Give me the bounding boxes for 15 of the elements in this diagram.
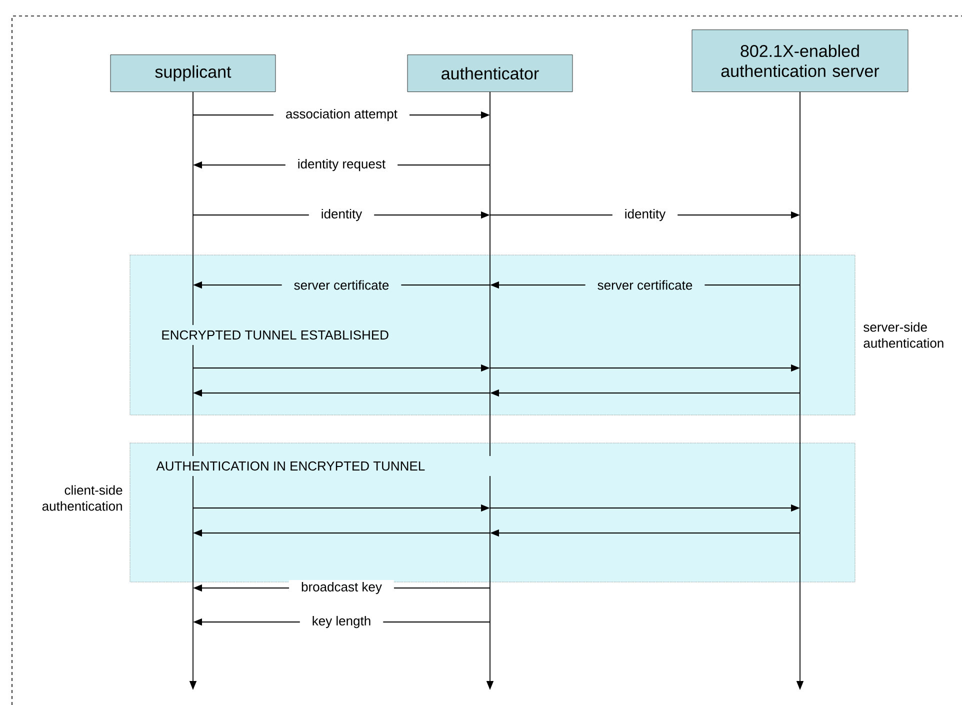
- participant-box: authenticator: [407, 54, 573, 92]
- side-label: client-side authentication: [42, 485, 122, 511]
- message-label: identity: [308, 206, 374, 224]
- message-label: key length: [300, 614, 384, 630]
- message-label: identity: [612, 206, 678, 224]
- message-label: association attempt: [274, 106, 410, 124]
- participant-box: 802.1X-enabled authentication server: [692, 30, 908, 92]
- participant-box: supplicant: [110, 54, 276, 92]
- message-label: server certificate: [585, 278, 705, 292]
- message-label: identity request: [285, 156, 398, 174]
- message-label: broadcast key: [289, 580, 394, 596]
- band-title: AUTHENTICATION IN ENCRYPTED TUNNEL: [156, 461, 425, 471]
- band-title: ENCRYPTED TUNNEL ESTABLISHED: [162, 330, 388, 340]
- message-label: server certificate: [282, 278, 402, 292]
- side-label: server-side authentication: [864, 322, 944, 348]
